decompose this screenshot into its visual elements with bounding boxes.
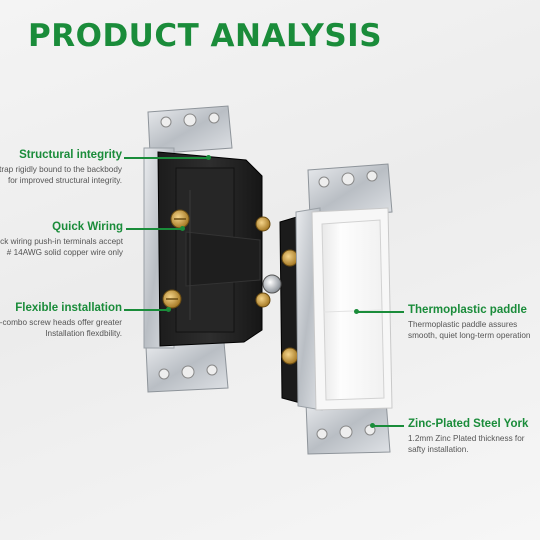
callout-flexible-installation: Flexible installation Tri-combo screw he… (0, 302, 122, 339)
page-title: PRODUCT ANALYSIS (28, 18, 383, 54)
callout-description: Thermoplastic paddle assures smooth, qui… (408, 320, 531, 340)
callout-heading: Flexible installation (15, 302, 122, 314)
callout-heading: Structural integrity (19, 149, 122, 161)
callout-description: Strap rigidly bound to the backbody for … (0, 165, 122, 185)
callout-description: Quick wiring push-in terminals accept # … (0, 237, 123, 257)
callout-description: 1.2mm Zinc Plated thickness for safty in… (408, 434, 525, 454)
leader-dot-structural (206, 155, 211, 160)
leader-dot-yoke (370, 423, 375, 428)
callout-thermoplastic-paddle: Thermoplastic paddle Thermoplastic paddl… (408, 304, 533, 341)
back-switch (143, 105, 271, 393)
callout-heading: Zinc-Plated Steel York (408, 418, 529, 430)
leader-line-structural (124, 157, 208, 159)
front-switch (262, 163, 393, 455)
leader-line-yoke (372, 425, 404, 427)
leader-dot-paddle (354, 309, 359, 314)
callout-heading: Quick Wiring (52, 221, 123, 233)
leader-dot-flexible (166, 307, 171, 312)
callout-description: Tri-combo screw heads offer greater Inst… (0, 318, 122, 338)
callout-structural-integrity: Structural integrity Strap rigidly bound… (0, 149, 122, 186)
callout-quick-wiring: Quick Wiring Quick wiring push-in termin… (0, 221, 123, 258)
callout-zinc-plated-yoke: Zinc-Plated Steel York 1.2mm Zinc Plated… (408, 418, 533, 455)
leader-line-flexible (124, 309, 168, 311)
callout-heading: Thermoplastic paddle (408, 304, 527, 316)
leader-line-wiring (126, 228, 182, 230)
leader-dot-wiring (180, 226, 185, 231)
leader-line-paddle (356, 311, 404, 313)
